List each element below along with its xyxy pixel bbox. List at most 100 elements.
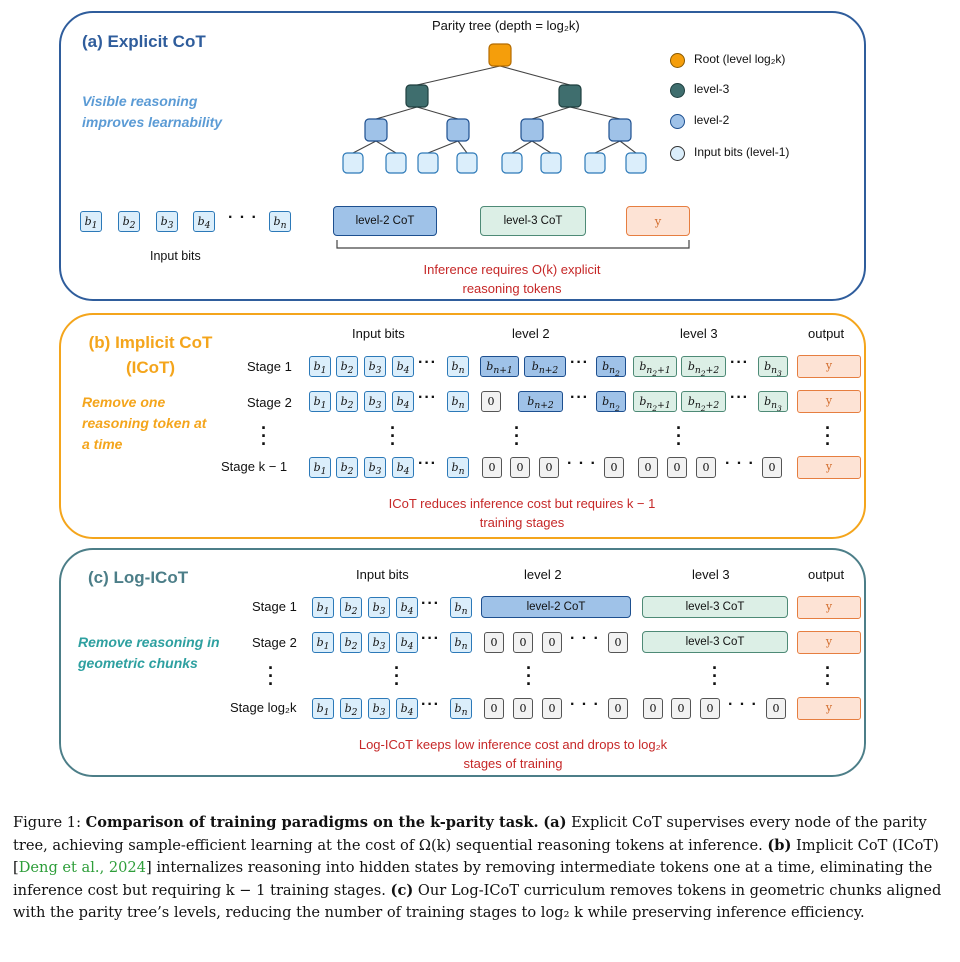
ellipsis: · · · <box>228 209 258 226</box>
ellipsis: ··· <box>730 354 749 371</box>
col-header-level3: level 3 <box>692 567 730 582</box>
input-bit-bn: bn <box>269 211 291 232</box>
token-bn2: bn2 <box>596 391 626 413</box>
token-b4: b4 <box>396 597 418 618</box>
vertical-ellipsis: ··· <box>268 658 274 694</box>
zero-token: 0 <box>671 698 691 719</box>
token-bn3: bn3 <box>758 391 788 413</box>
zero-token: 0 <box>481 391 501 412</box>
token-b3: b3 <box>368 698 390 719</box>
ellipsis: ··· <box>418 389 437 406</box>
tree-title: Parity tree (depth = log₂k) <box>432 18 580 33</box>
token-b3: b3 <box>364 356 386 377</box>
ellipsis: · · · <box>567 455 597 472</box>
tree-level3-node <box>405 84 429 108</box>
zero-token: 0 <box>510 457 530 478</box>
zero-token: 0 <box>542 698 562 719</box>
caption-tag-a: (a) <box>543 814 567 831</box>
token-b1: b1 <box>312 597 334 618</box>
output-y: y <box>797 355 861 378</box>
token-b2: b2 <box>336 457 358 478</box>
inference-bracket <box>336 240 690 249</box>
token-b1: b1 <box>312 632 334 653</box>
caption-part-a: Explicit CoT supervises every node of th… <box>13 814 927 854</box>
token-bn: bn <box>450 632 472 653</box>
tree-legend: Root (level log₂k) level-3 level-2 Input… <box>670 50 860 161</box>
zero-token: 0 <box>700 698 720 719</box>
stage-label: Stage 2 <box>252 635 297 650</box>
input-bit-b3: b3 <box>156 211 178 232</box>
token-b1: b1 <box>309 391 331 412</box>
token-b3: b3 <box>364 391 386 412</box>
parity-tree <box>342 43 647 174</box>
tree-input-node <box>417 152 439 174</box>
token-bn3: bn3 <box>758 356 788 378</box>
token-b1: b1 <box>309 457 331 478</box>
vertical-ellipsis: ··· <box>526 658 532 694</box>
zero-token: 0 <box>604 457 624 478</box>
ellipsis: ··· <box>730 389 749 406</box>
input-bit-b1: b1 <box>80 211 102 232</box>
legend-input-swatch <box>670 146 685 161</box>
token-bn: bn <box>447 356 469 377</box>
panel-c-title: (c) Log-ICoT <box>88 568 189 587</box>
input-bit-b2: b2 <box>118 211 140 232</box>
level2-cot-box: level-2 CoT <box>333 206 437 236</box>
col-header-input: Input bits <box>352 326 405 341</box>
tree-input-node <box>584 152 606 174</box>
level2-cot-bar: level-2 CoT <box>481 596 631 618</box>
caption-label: Figure 1: <box>13 814 81 831</box>
ellipsis: ··· <box>421 630 440 647</box>
stage-label: Stage 1 <box>252 599 297 614</box>
panel-a-title: (a) Explicit CoT <box>82 32 206 51</box>
zero-token: 0 <box>638 457 658 478</box>
ellipsis: · · · <box>725 455 755 472</box>
caption-part-b-post: ] internalizes reasoning into hidden sta… <box>13 859 933 899</box>
tree-root-node <box>488 43 512 67</box>
zero-token: 0 <box>484 698 504 719</box>
output-y: y <box>797 596 861 619</box>
zero-token: 0 <box>667 457 687 478</box>
token-bn+1: bn+1 <box>480 356 519 377</box>
zero-token: 0 <box>542 632 562 653</box>
zero-token: 0 <box>766 698 786 719</box>
ellipsis: ··· <box>421 595 440 612</box>
zero-token: 0 <box>513 698 533 719</box>
legend-root-swatch <box>670 53 685 68</box>
token-b3: b3 <box>368 632 390 653</box>
ellipsis: · · · <box>570 696 600 713</box>
output-y-box: y <box>626 206 690 236</box>
output-y: y <box>797 631 861 654</box>
col-header-output: output <box>808 326 845 341</box>
token-b4: b4 <box>392 391 414 412</box>
token-bn2+1: bn2+1 <box>633 356 677 378</box>
panel-b-title: (b) Implicit CoT (ICoT) <box>88 333 213 377</box>
citation-link[interactable]: Deng et al., 2024 <box>18 859 146 877</box>
caption-part-c: Our Log-ICoT curriculum removes tokens i… <box>13 881 942 922</box>
token-b1: b1 <box>309 356 331 377</box>
tree-input-node <box>540 152 562 174</box>
col-header-level2: level 2 <box>524 567 562 582</box>
output-y: y <box>797 456 861 479</box>
token-b3: b3 <box>368 597 390 618</box>
input-bit-b4: b4 <box>193 211 215 232</box>
tree-level2-node <box>520 118 544 142</box>
panel-a-inference-note: Inference requires O(k) explicit reasoni… <box>423 262 601 296</box>
zero-token: 0 <box>608 698 628 719</box>
stage-label: Stage k − 1 <box>221 459 288 474</box>
panel-b-note: Remove one reasoning token at a time <box>82 394 207 452</box>
legend-level2-label: level-2 <box>694 113 730 127</box>
token-b2: b2 <box>340 632 362 653</box>
token-bn2: bn2 <box>596 356 626 378</box>
tree-level2-node <box>608 118 632 142</box>
zero-token: 0 <box>482 457 502 478</box>
caption-tag-b: (b) <box>767 836 792 854</box>
input-bits-label: Input bits <box>150 249 201 263</box>
zero-token: 0 <box>608 632 628 653</box>
panel-b-footer: ICoT reduces inference cost but requires… <box>388 496 656 530</box>
zero-token: 0 <box>513 632 533 653</box>
col-header-output: output <box>808 567 845 582</box>
ellipsis: · · · <box>728 696 758 713</box>
stage-label: Stage 1 <box>247 359 292 374</box>
legend-level2-swatch <box>670 114 685 129</box>
